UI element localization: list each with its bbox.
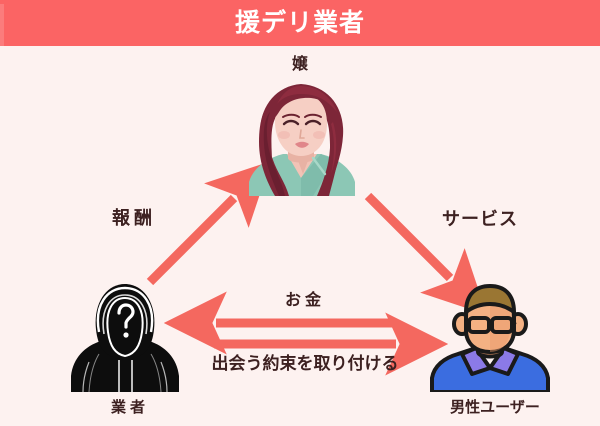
page-title: 援デリ業者 (234, 7, 365, 37)
header-bar: 援デリ業者 (0, 0, 600, 46)
node-label-lady: 嬢 (291, 54, 308, 73)
woman-avatar-icon (243, 78, 359, 196)
flow-label-promise: 出会う約束を取り付ける (211, 354, 399, 374)
node-label-male-user: 男性ユーザー (450, 398, 540, 416)
man-with-glasses-icon (428, 282, 552, 394)
header-left-accent (0, 4, 4, 46)
anonymous-hooded-person-icon (63, 280, 187, 393)
node-label-agent: 業者 (110, 398, 149, 416)
flow-label-reward: 報酬 (112, 208, 156, 229)
arrow-service (364, 192, 487, 315)
flow-label-service: サービス (442, 209, 518, 230)
flow-label-money: お金 (284, 290, 325, 309)
